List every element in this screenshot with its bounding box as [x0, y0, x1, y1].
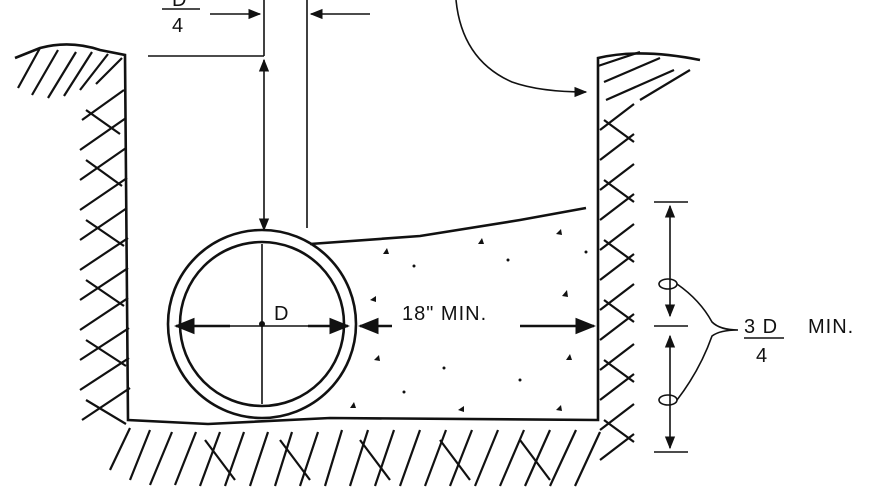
- top-fraction-denominator: 4: [172, 15, 184, 37]
- side-clearance-label: 18" MIN.: [402, 303, 487, 325]
- top-fraction-numerator: D: [172, 0, 187, 11]
- leader-arc: [455, 0, 588, 98]
- right-fraction-min-label: MIN.: [808, 316, 854, 338]
- right-fraction-denominator: 4: [756, 345, 768, 367]
- bottom-hatching: [109, 427, 601, 487]
- trench-outline: [14, 43, 701, 426]
- right-dim-loop-upper: [658, 278, 678, 290]
- left-wall-hatching: [17, 47, 131, 425]
- right-fraction-numerator: 3 D: [744, 316, 778, 338]
- backfill-surface-line: [309, 206, 587, 246]
- right-dim-loop-lower: [658, 394, 678, 406]
- right-dim-brace: [676, 283, 739, 401]
- aggregate-specks: [350, 229, 588, 412]
- right-wall-hatching: [597, 50, 691, 461]
- diameter-label: D: [274, 303, 289, 325]
